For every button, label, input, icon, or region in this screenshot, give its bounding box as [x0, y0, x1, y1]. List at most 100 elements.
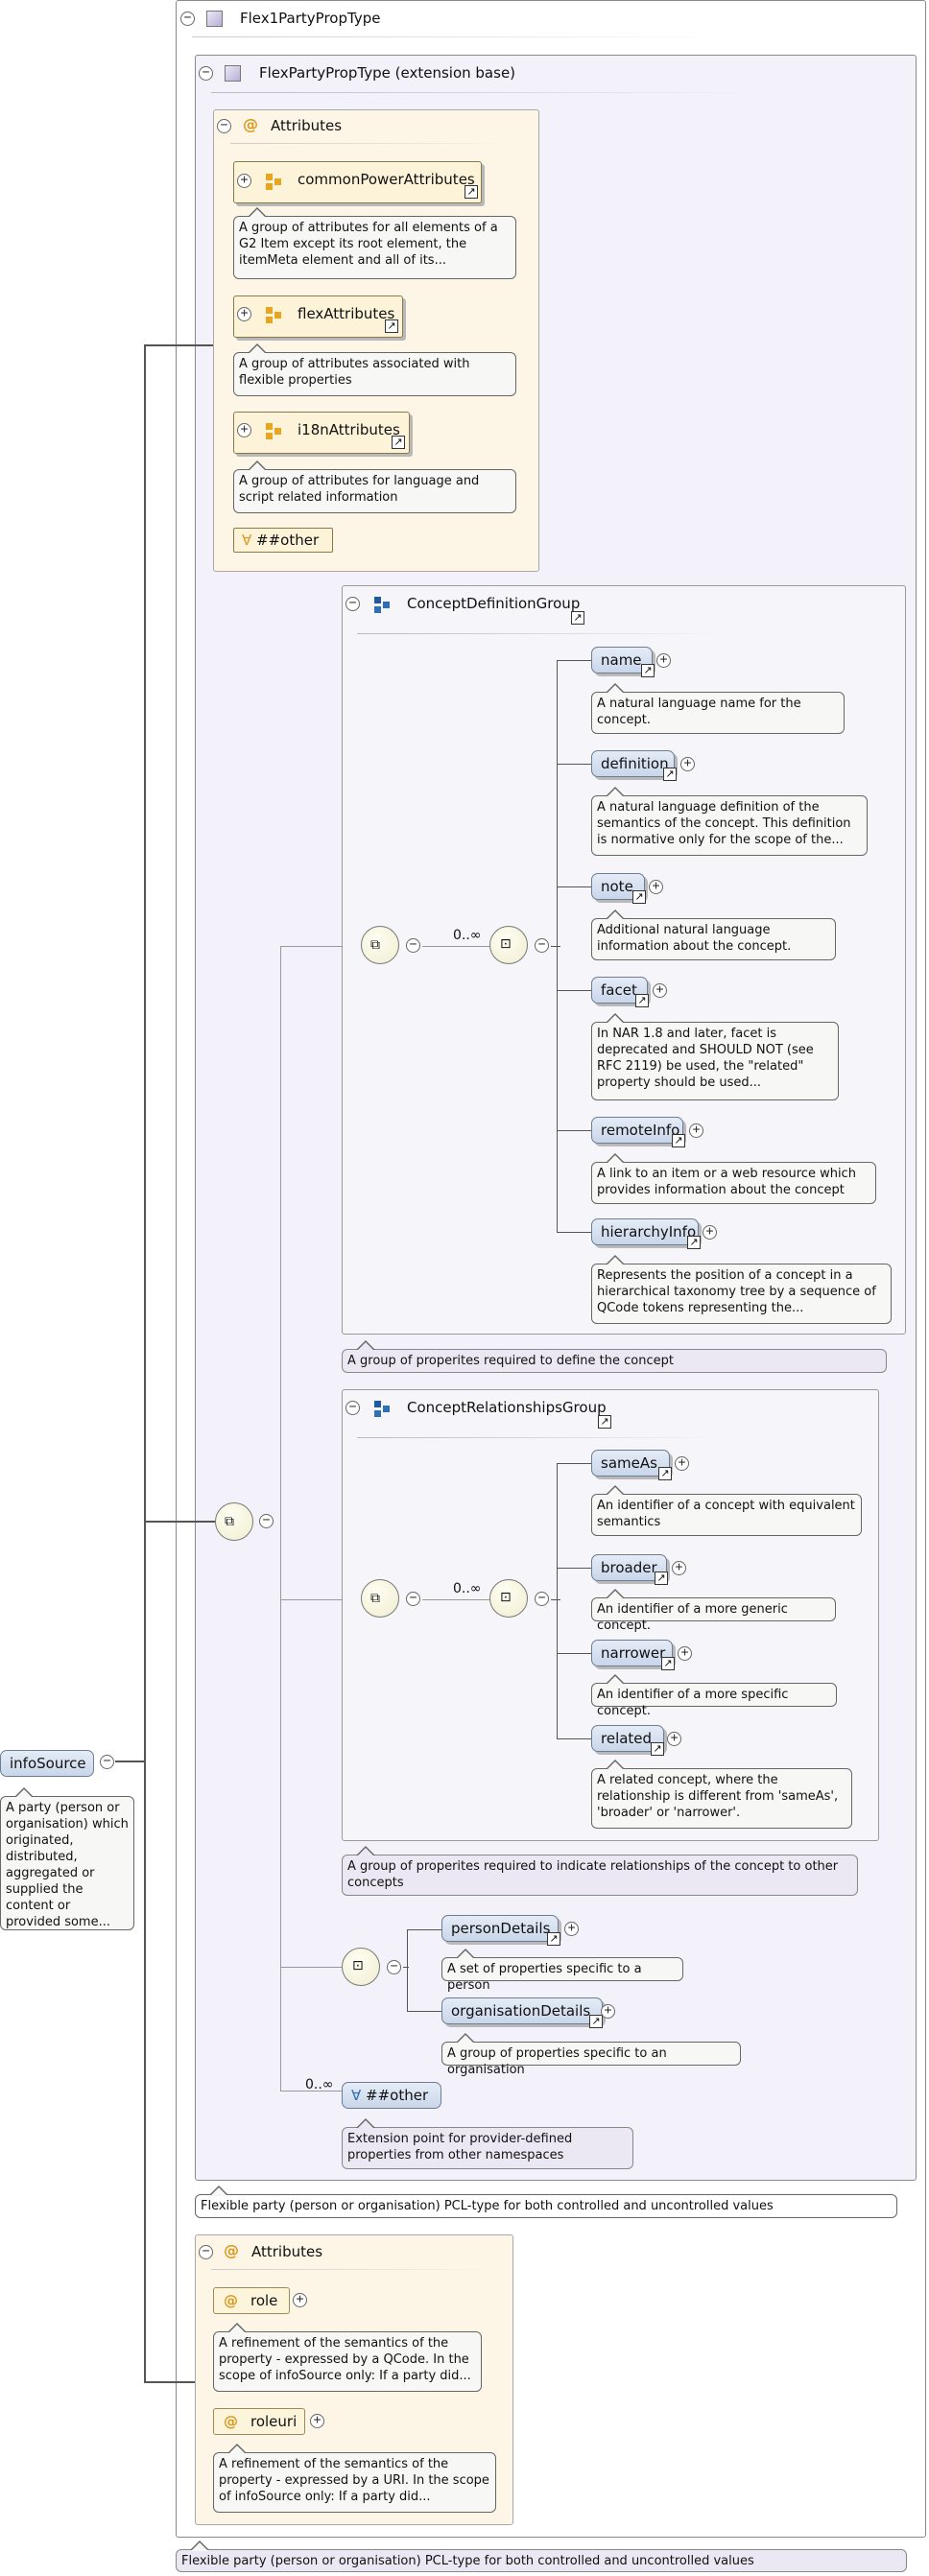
connector-line — [407, 1929, 441, 1930]
reference-arrow-icon[interactable]: ↗ — [635, 994, 649, 1007]
expand-sameas-toggle[interactable]: + — [675, 1456, 689, 1471]
element-name[interactable]: name — [591, 647, 653, 674]
element-description: A natural language name for the concept. — [591, 683, 845, 734]
connector-line — [557, 990, 591, 991]
connector-line — [551, 1599, 560, 1600]
collapse-choice-toggle[interactable]: − — [535, 938, 549, 953]
expand-hierarchyinfo-toggle[interactable]: + — [703, 1225, 717, 1240]
element-infosource[interactable]: infoSource — [0, 1750, 94, 1777]
attribute-group-flex[interactable] — [233, 295, 403, 338]
collapse-attributes-toggle[interactable]: − — [217, 119, 231, 133]
collapse-infosource-toggle[interactable]: − — [100, 1755, 114, 1769]
expand-common-power-toggle[interactable]: + — [237, 174, 251, 188]
attribute-group-i18n[interactable] — [233, 412, 410, 454]
attr-title-underline — [211, 2269, 489, 2270]
complex-type-icon — [225, 65, 241, 82]
expand-broader-toggle[interactable]: + — [672, 1561, 686, 1575]
ext-title-underline — [211, 92, 749, 93]
connector-line — [557, 764, 591, 765]
reference-arrow-icon[interactable]: ↗ — [655, 1572, 668, 1585]
element-organisationdetails[interactable]: organisationDetails — [441, 1997, 603, 2024]
expand-i18n-toggle[interactable]: + — [237, 423, 251, 437]
reference-arrow-icon[interactable]: ↗ — [651, 1742, 664, 1756]
root-title-underline — [192, 36, 729, 37]
reference-arrow-icon[interactable]: ↗ — [464, 185, 478, 199]
connector-line — [557, 1463, 591, 1464]
collapse-concept-relationships-toggle[interactable]: − — [345, 1401, 360, 1415]
connector-line — [144, 1521, 215, 1523]
connector-line — [557, 1463, 558, 1739]
collapse-concept-definition-toggle[interactable]: − — [345, 597, 360, 611]
reference-arrow-icon[interactable]: ↗ — [663, 768, 677, 781]
expand-name-toggle[interactable]: + — [656, 653, 671, 668]
complex-type-icon — [206, 11, 223, 27]
collapse-root-toggle[interactable]: − — [180, 12, 195, 26]
collapse-sequence-toggle[interactable]: − — [259, 1514, 274, 1528]
reference-arrow-icon[interactable]: ↗ — [392, 436, 405, 449]
element-description: A link to an item or a web resource whic… — [591, 1153, 876, 1204]
collapse-sequence-toggle[interactable]: − — [406, 938, 420, 953]
reference-arrow-icon[interactable]: ↗ — [598, 1415, 611, 1429]
reference-arrow-icon[interactable]: ↗ — [571, 611, 584, 625]
root-type-description: Flexible party (person or organisation) … — [176, 2541, 907, 2572]
attribute-roleuri[interactable]: @ roleuri — [213, 2408, 305, 2435]
collapse-own-attributes-toggle[interactable]: − — [199, 2245, 213, 2259]
multiplicity-label: 0..∞ — [305, 2077, 334, 2092]
connector-line — [144, 344, 146, 2383]
model-group-icon — [374, 597, 392, 614]
reference-arrow-icon[interactable]: ↗ — [632, 890, 646, 904]
expand-roleuri-toggle[interactable]: + — [310, 2414, 324, 2428]
connector-line — [144, 2381, 196, 2383]
choice-compositor-icon — [342, 1948, 380, 1986]
element-description: A party (person or organisation) which o… — [0, 1787, 134, 1930]
connector-line — [280, 1967, 342, 1968]
element-broader[interactable]: broader — [591, 1554, 667, 1581]
reference-arrow-icon[interactable]: ↗ — [687, 1236, 701, 1249]
any-element[interactable]: ∀ ##other — [342, 2082, 441, 2109]
group-description: A group of properites required to define… — [342, 1340, 887, 1373]
attribute-description: A refinement of the semantics of the pro… — [213, 2323, 482, 2392]
any-attribute[interactable]: ∀ ##other — [233, 528, 333, 553]
attribute-role[interactable]: @ role — [213, 2287, 290, 2314]
element-sameas[interactable]: sameAs — [591, 1450, 670, 1477]
element-description: An identifier of a more generic concept. — [591, 1589, 836, 1633]
reference-arrow-icon[interactable]: ↗ — [641, 664, 655, 677]
expand-flex-toggle[interactable]: + — [237, 307, 251, 321]
connector-line — [557, 1232, 591, 1233]
any-attribute-icon: ∀ — [242, 532, 252, 549]
expand-definition-toggle[interactable]: + — [680, 757, 695, 771]
connector-line — [115, 1761, 146, 1762]
element-description: A natural language definition of the sem… — [591, 787, 868, 856]
attribute-group-description: A group of attributes associated with fl… — [233, 343, 516, 396]
collapse-sequence-toggle[interactable]: − — [406, 1592, 420, 1606]
element-narrower[interactable]: narrower — [591, 1640, 673, 1666]
any-element-label: ##other — [366, 2087, 429, 2104]
expand-role-toggle[interactable]: + — [293, 2293, 307, 2307]
element-definition[interactable]: definition — [591, 750, 675, 777]
reference-arrow-icon[interactable]: ↗ — [661, 1657, 675, 1670]
multiplicity-label: 0..∞ — [453, 928, 482, 943]
reference-arrow-icon[interactable]: ↗ — [672, 1134, 685, 1147]
element-hierarchyinfo[interactable]: hierarchyInfo — [591, 1218, 699, 1245]
attribute-group-description: A group of attributes for all elements o… — [233, 207, 516, 279]
reference-arrow-icon[interactable]: ↗ — [658, 1467, 672, 1480]
expand-related-toggle[interactable]: + — [667, 1732, 681, 1746]
collapse-choice-toggle[interactable]: − — [535, 1592, 549, 1606]
element-remoteinfo[interactable]: remoteInfo — [591, 1117, 683, 1144]
collapse-extension-toggle[interactable]: − — [199, 66, 213, 81]
expand-organisationdetails-toggle[interactable]: + — [601, 2004, 615, 2019]
collapse-choice-toggle[interactable]: − — [387, 1960, 401, 1974]
expand-facet-toggle[interactable]: + — [653, 983, 667, 998]
attr-title-underline — [230, 143, 518, 144]
connector-line — [557, 660, 558, 1232]
expand-narrower-toggle[interactable]: + — [678, 1646, 692, 1661]
reference-arrow-icon[interactable]: ↗ — [589, 2015, 603, 2028]
reference-arrow-icon[interactable]: ↗ — [385, 319, 398, 333]
element-persondetails[interactable]: personDetails — [441, 1915, 559, 1942]
expand-note-toggle[interactable]: + — [649, 880, 663, 894]
expand-persondetails-toggle[interactable]: + — [564, 1922, 579, 1936]
connector-line — [144, 344, 213, 346]
reference-arrow-icon[interactable]: ↗ — [547, 1932, 560, 1946]
connector-line — [280, 946, 361, 947]
expand-remoteinfo-toggle[interactable]: + — [689, 1123, 703, 1138]
